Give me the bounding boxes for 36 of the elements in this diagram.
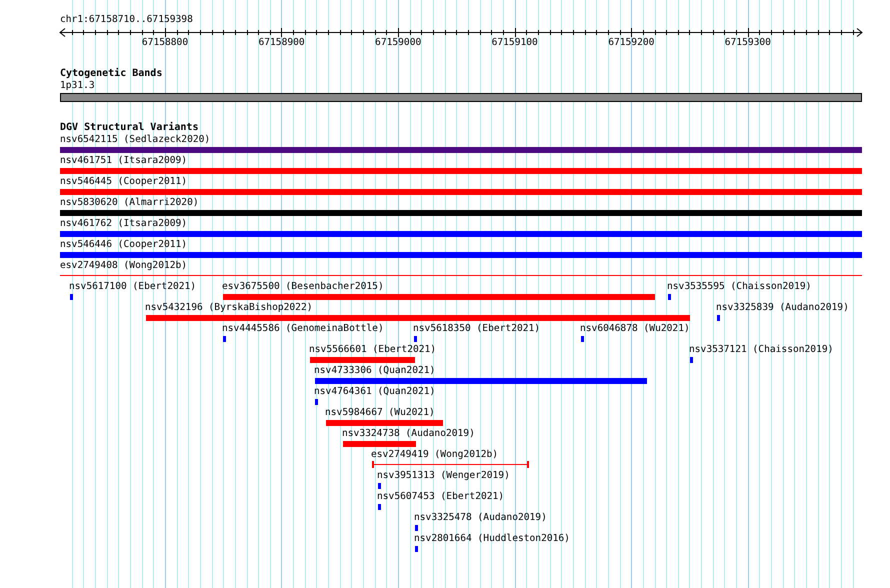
tick-label: 67159000 xyxy=(375,37,422,49)
band-label: 1p31.3 xyxy=(60,80,95,92)
variant-label: nsv5984667 (Wu2021) xyxy=(325,407,435,419)
variant-label: nsv5830620 (Almarri2020) xyxy=(60,197,199,209)
variant-label: nsv6046878 (Wu2021) xyxy=(580,323,690,335)
variant-label: esv2749408 (Wong2012b) xyxy=(60,260,188,272)
coordinate-range: chr1:67158710..67159398 xyxy=(60,14,193,26)
variant-label: nsv3537121 (Chaisson2019) xyxy=(689,344,834,356)
tick-label: 67159200 xyxy=(608,37,654,49)
variant-label: nsv5432196 (ByrskaBishop2022) xyxy=(145,302,313,314)
variant-label: nsv4764361 (Quan2021) xyxy=(314,386,436,398)
variant-label: nsv546446 (Cooper2011) xyxy=(60,239,188,251)
variant-label: nsv461751 (Itsara2009) xyxy=(60,155,188,167)
variant-label: nsv5618350 (Ebert2021) xyxy=(413,323,540,335)
variant-label: nsv5607453 (Ebert2021) xyxy=(377,491,504,503)
variant-label: nsv3325839 (Audano2019) xyxy=(716,302,849,314)
variant-label: nsv3325478 (Audano2019) xyxy=(414,512,547,524)
variant-label: esv2749419 (Wong2012b) xyxy=(371,449,498,461)
variant-label: nsv6542115 (Sedlazeck2020) xyxy=(60,134,210,146)
tick-label: 67158900 xyxy=(258,37,305,49)
variant-label: nsv4733306 (Quan2021) xyxy=(314,365,436,377)
variant-label: nsv5617100 (Ebert2021) xyxy=(69,281,196,293)
variant-label: nsv3324738 (Audano2019) xyxy=(342,428,475,440)
variant-label: nsv546445 (Cooper2011) xyxy=(60,176,188,188)
track-heading: DGV Structural Variants xyxy=(60,122,198,134)
variant-label: esv3675500 (Besenbacher2015) xyxy=(222,281,384,293)
variant-label: nsv2801664 (Huddleston2016) xyxy=(414,533,570,545)
variant-label: nsv4445586 (GenomeinaBottle) xyxy=(222,323,384,335)
tick-label: 67158800 xyxy=(142,37,188,49)
variant-label: nsv3535595 (Chaisson2019) xyxy=(667,281,812,293)
variant-label: nsv3951313 (Wenger2019) xyxy=(377,470,510,482)
tick-label: 67159300 xyxy=(724,37,771,49)
variant-label: nsv5566601 (Ebert2021) xyxy=(309,344,436,356)
tick-label: 67159100 xyxy=(492,37,538,49)
track-heading: Cytogenetic Bands xyxy=(60,68,162,80)
variant-label: nsv461762 (Itsara2009) xyxy=(60,218,188,230)
